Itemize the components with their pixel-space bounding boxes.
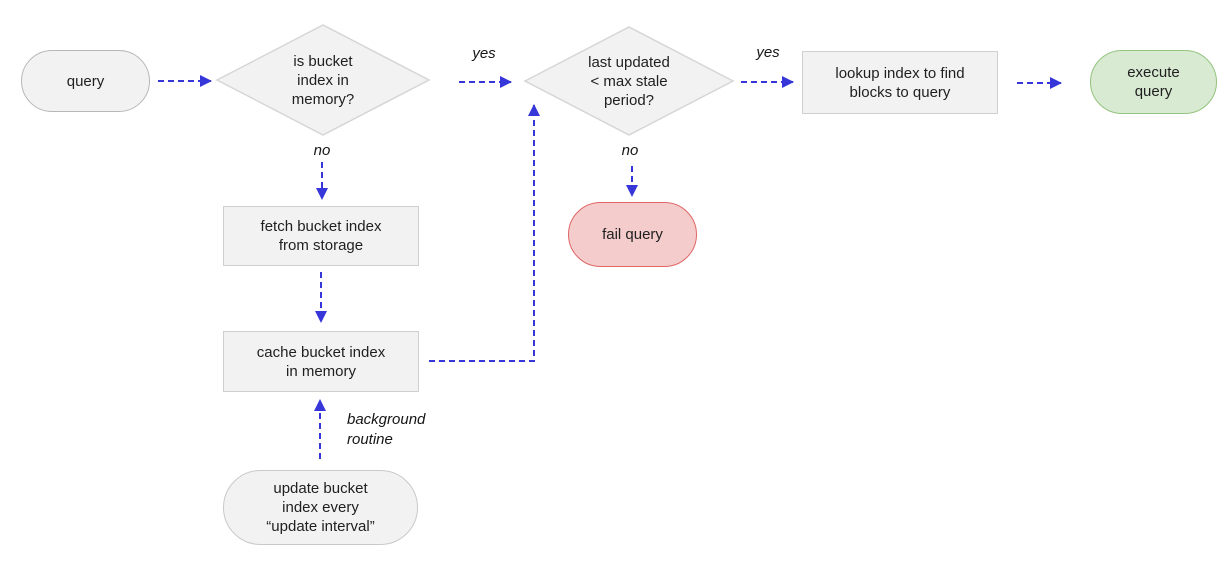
decision-index-in-memory-shape	[215, 24, 431, 136]
edge-cache-to-stale-check	[429, 104, 540, 362]
decision-index-in-memory-label: is bucket index in memory?	[291, 53, 355, 108]
decision-stale-check-shape	[523, 26, 735, 136]
node-update-bucket-index: update bucket index every “update interv…	[223, 470, 418, 545]
edge-label-stale-yes: yes	[756, 44, 780, 61]
node-fail-query: fail query	[568, 202, 697, 267]
node-lookup-index: lookup index to find blocks to query	[802, 51, 998, 114]
node-execute-query: execute query	[1090, 50, 1217, 114]
node-fetch-bucket-index: fetch bucket index from storage	[223, 206, 419, 266]
edge-label-memory-no: no	[313, 142, 331, 159]
edge-label-background-routine: background routine	[347, 411, 426, 448]
node-query: query	[21, 50, 150, 112]
decision-stale-check-label: last updated < max stale period?	[588, 54, 670, 109]
edge-label-stale-no: no	[621, 142, 639, 159]
edge-label-memory-yes: yes	[472, 45, 496, 62]
node-cache-bucket-index: cache bucket index in memory	[223, 331, 419, 392]
